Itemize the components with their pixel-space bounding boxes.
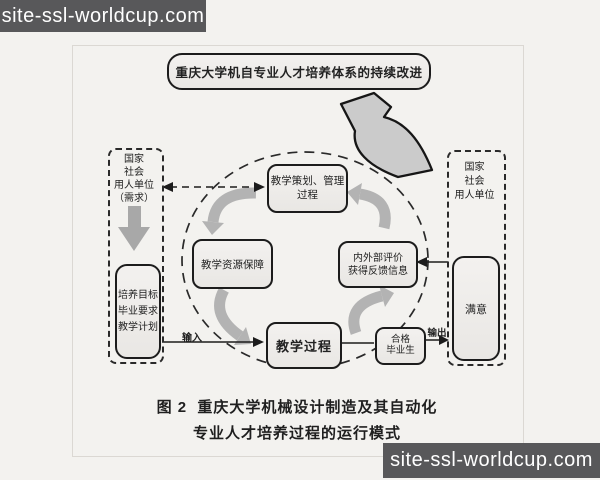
left-employer-container (108, 148, 164, 364)
figure-caption: 图 2 重庆大学机械设计制造及其自动化 专业人才培养过程的运行模式 (72, 396, 522, 443)
title-text: 重庆大学机自专业人才培养体系的持续改进 (175, 66, 423, 80)
teaching-resources-box: 教学资源保障 (192, 239, 273, 289)
output-arrow (423, 335, 449, 345)
right-employer-label: 国家 社会 用人单位 (454, 162, 495, 201)
employer-planning-dashed-arrow (162, 182, 265, 192)
watermark-bottom: site-ssl-worldcup.com (383, 443, 600, 478)
right-employer-container (447, 150, 506, 366)
demand-down-arrow-icon (118, 206, 150, 251)
figure-number: 图 2 (156, 399, 188, 416)
cycle-arrow-evaluation-to-planning-icon (347, 183, 391, 230)
satisfied-evaluation-arrow (416, 257, 448, 267)
training-goals-box: 培养目标 毕业要求 教学计划 (115, 264, 161, 359)
figure-frame (72, 45, 524, 457)
watermark-top: site-ssl-worldcup.com (0, 0, 206, 32)
teaching-process-box: 教学过程 (266, 322, 342, 369)
cycle-arrow-teaching-to-evaluation-icon (348, 285, 394, 335)
cycle-dashed-circle (181, 151, 429, 369)
evaluation-feedback-box: 内外部评价 获得反馈信息 (338, 241, 418, 288)
feedback-to-title-arrow-icon (339, 91, 434, 179)
title-box: 重庆大学机自专业人才培养体系的持续改进 (167, 53, 431, 90)
input-arrow (162, 337, 264, 347)
caption-line2: 专业人才培养过程的运行模式 (192, 425, 401, 442)
output-label: 输出 (427, 329, 447, 339)
satisfied-box: 满意 (452, 256, 500, 361)
cycle-arrow-planning-to-resources-icon (202, 187, 257, 235)
caption-line1: 重庆大学机械设计制造及其自动化 (197, 399, 438, 416)
input-label: 输入 (182, 333, 202, 344)
cycle-arrow-resources-to-teaching-icon (214, 287, 251, 345)
qualified-graduates-box: 合格 毕业生 (375, 327, 426, 365)
left-employer-label: 国家 社会 用人单位 （需求） (114, 154, 154, 204)
teaching-planning-box: 教学策划、管理 过程 (267, 164, 348, 213)
